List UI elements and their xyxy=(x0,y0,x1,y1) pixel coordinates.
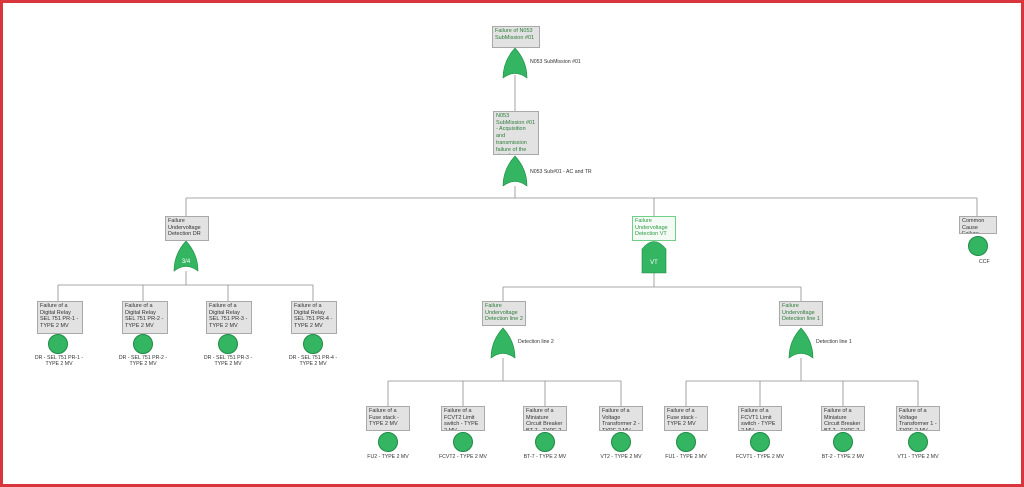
dr-event-label-3: DR - SEL 751 PR-3 - TYPE 2 MV xyxy=(203,355,253,368)
vt-gate-text: VT xyxy=(650,260,658,266)
ccf-basic-event-icon[interactable] xyxy=(968,236,988,256)
line1-event-box-2[interactable]: Failure of a FCVT1 Limit switch - TYPE 2… xyxy=(738,406,782,431)
dr-event-label-1: DR - SEL 751 PR-1 - TYPE 2 MV xyxy=(34,355,84,368)
line2-event-label-4: VT2 - TYPE 2 MV xyxy=(600,454,642,460)
ccf-box[interactable]: Common Cause Failure xyxy=(959,216,997,234)
line2-basic-event-4-icon[interactable] xyxy=(611,432,631,452)
top-or-gate-icon xyxy=(502,47,528,79)
line2-event-box-3[interactable]: Failure of a Miniature Circuit Breaker B… xyxy=(523,406,567,431)
dr-event-box-1[interactable]: Failure of a Digital Relay SEL 751 PR-1 … xyxy=(37,301,83,334)
line1-basic-event-3-icon[interactable] xyxy=(833,432,853,452)
dr-basic-event-2-icon[interactable] xyxy=(133,334,153,354)
detection-line1-box[interactable]: Failure Undervoltage Detection line 1 xyxy=(779,301,823,326)
line2-event-label-1: FU2 - TYPE 2 MV xyxy=(367,454,409,460)
line1-event-label-4: VT1 - TYPE 2 MV xyxy=(897,454,939,460)
dr-event-label-2: DR - SEL 751 PR-2 - TYPE 2 MV xyxy=(118,355,168,368)
line1-event-box-4[interactable]: Failure of a Voltage Transformer 1 - TYP… xyxy=(896,406,940,431)
line2-event-label-2: FCVT2 - TYPE 2 MV xyxy=(438,454,488,460)
line1-basic-event-2-icon[interactable] xyxy=(750,432,770,452)
line1-basic-event-1-icon[interactable] xyxy=(676,432,696,452)
vt-detection-box[interactable]: Failure Undervoltage Detection VT xyxy=(632,216,676,241)
dr-event-box-3[interactable]: Failure of a Digital Relay SEL 751 PR-3 … xyxy=(206,301,252,334)
dr-gate-text: 3/4 xyxy=(182,259,191,265)
line1-event-label-3: BT-2 - TYPE 2 MV xyxy=(821,454,865,460)
line1-event-box-1[interactable]: Failure of a Fuse stack - TYPE 2 MV xyxy=(664,406,708,431)
line1-basic-event-4-icon[interactable] xyxy=(908,432,928,452)
line2-or-gate-icon xyxy=(490,327,516,359)
dr-basic-event-4-icon[interactable] xyxy=(303,334,323,354)
line1-event-box-3[interactable]: Failure of a Miniature Circuit Breaker B… xyxy=(821,406,865,431)
line1-or-gate-icon xyxy=(788,327,814,359)
dr-basic-event-1-icon[interactable] xyxy=(48,334,68,354)
submission-gate-label: N053 Sub#01 - AC and TR xyxy=(530,169,592,175)
detection-line1-gate-label: Detection line 1 xyxy=(816,339,852,345)
detection-line2-gate-label: Detection line 2 xyxy=(518,339,554,345)
line2-event-label-3: BT-7 - TYPE 2 MV xyxy=(523,454,567,460)
top-event-box[interactable]: Failure of N053 SubMission #01 xyxy=(492,26,540,48)
dr-basic-event-3-icon[interactable] xyxy=(218,334,238,354)
line1-event-label-1: FU1 - TYPE 2 MV xyxy=(665,454,707,460)
line2-event-box-4[interactable]: Failure of a Voltage Transformer 2 - TYP… xyxy=(599,406,643,431)
ccf-label: CCF xyxy=(979,259,990,265)
line2-event-box-2[interactable]: Failure of a FCVT2 Limit switch - TYPE 2… xyxy=(441,406,485,431)
line2-basic-event-2-icon[interactable] xyxy=(453,432,473,452)
top-gate-label: N053 SubMission #01 xyxy=(530,59,581,65)
fault-tree-connectors: 3/4 VT xyxy=(57,47,978,406)
line2-basic-event-3-icon[interactable] xyxy=(535,432,555,452)
vt-transfer-gate-icon xyxy=(641,241,667,274)
line2-basic-event-1-icon[interactable] xyxy=(378,432,398,452)
detection-line2-box[interactable]: Failure Undervoltage Detection line 2 xyxy=(482,301,526,326)
sub-or-gate-icon xyxy=(502,155,528,187)
line1-event-label-2: FCVT1 - TYPE 2 MV xyxy=(735,454,785,460)
dr-event-label-4: DR - SEL 751 PR-4 - TYPE 2 MV xyxy=(288,355,338,368)
dr-vote-gate-icon xyxy=(173,240,199,272)
submission-event-box[interactable]: N053 SubMission #01 - Acquisition and tr… xyxy=(493,111,539,155)
dr-event-box-2[interactable]: Failure of a Digital Relay SEL 751 PR-2 … xyxy=(122,301,168,334)
line2-event-box-1[interactable]: Failure of a Fuse stack - TYPE 2 MV xyxy=(366,406,410,431)
dr-detection-box[interactable]: Failure Undervoltage Detection DR xyxy=(165,216,209,241)
dr-event-box-4[interactable]: Failure of a Digital Relay SEL 751 PR-4 … xyxy=(291,301,337,334)
